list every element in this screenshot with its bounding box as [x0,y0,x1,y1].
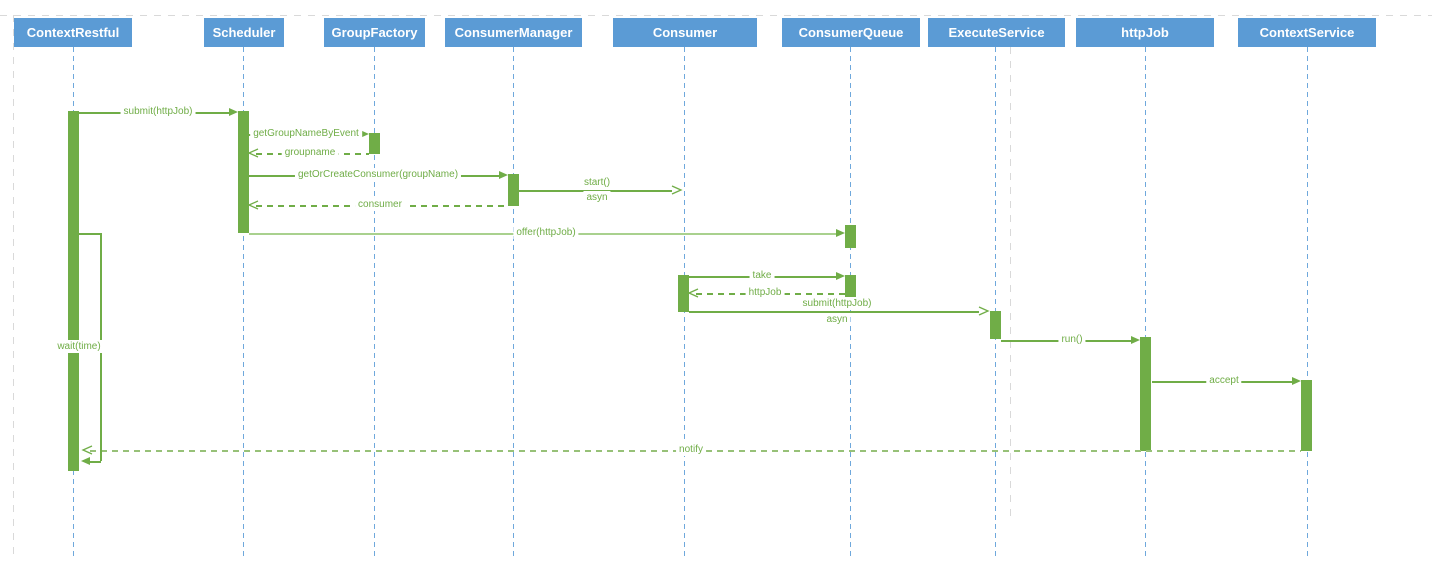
arrowhead-filled-icon [836,271,845,280]
lifeline-contextservice [1307,47,1308,556]
arrowhead-filled-icon [499,170,508,179]
actor-httpjob[interactable]: httpJob [1076,18,1214,47]
message-label[interactable]: offer(httpJob) [513,226,579,239]
message-label[interactable]: wait(time) [54,340,104,353]
actor-consumer[interactable]: Consumer [613,18,757,47]
arrowhead-open-icon [671,185,683,195]
actor-contextservice[interactable]: ContextService [1238,18,1376,47]
arrowhead-open-icon [247,148,259,158]
arrowhead-open-icon [247,200,259,210]
activation-consumerqueue-offer[interactable] [845,225,856,248]
lifeline-httpjob [1145,47,1146,556]
lifeline-scheduler [243,47,244,556]
self-message-top-line[interactable] [79,233,101,235]
message-label[interactable]: consumer [355,198,405,211]
message-sublabel[interactable]: asyn [583,191,611,204]
arrowhead-filled-icon [1131,335,1140,344]
message-label[interactable]: submit(httpJob) [120,105,196,118]
page-guide-left [13,15,14,560]
message-line[interactable] [519,190,672,192]
message-label[interactable]: httpJob [745,286,785,299]
message-label[interactable]: submit(httpJob) [799,297,875,310]
message-label[interactable]: getOrCreateConsumer(groupName) [294,168,462,181]
self-message-bottom-line[interactable] [90,461,101,463]
message-sublabel[interactable]: asyn [823,313,851,326]
activation-contextservice[interactable] [1301,380,1312,451]
message-label[interactable]: groupname [281,146,339,159]
activation-scheduler[interactable] [238,111,249,233]
message-label[interactable]: take [749,269,775,282]
arrowhead-open-icon [687,288,699,298]
actor-scheduler[interactable]: Scheduler [204,18,284,47]
arrowhead-filled-icon [1292,376,1301,385]
activation-consumer[interactable] [678,275,689,312]
activation-httpjob[interactable] [1140,337,1151,451]
message-label[interactable]: run() [1058,333,1086,346]
activation-consumerqueue-take[interactable] [845,275,856,297]
arrowhead-filled-icon [360,129,369,138]
actor-contextrestful[interactable]: ContextRestful [14,18,132,47]
lifeline-executeservice [995,47,996,556]
message-label[interactable]: accept [1206,374,1242,387]
activation-groupfactory[interactable] [369,133,380,154]
lifeline-consumermanager [513,47,514,556]
stray-guide-line [1010,47,1011,520]
lifeline-groupfactory [374,47,375,556]
actor-consumerqueue[interactable]: ConsumerQueue [782,18,920,47]
actor-consumermanager[interactable]: ConsumerManager [445,18,582,47]
activation-contextrestful[interactable] [68,111,79,471]
page-guide-top [0,15,1432,16]
arrowhead-filled-icon [81,456,90,465]
message-label[interactable]: notify [676,443,706,456]
arrowhead-filled-icon [229,107,238,116]
arrowhead-open-icon [81,445,93,455]
actor-groupfactory[interactable]: GroupFactory [324,18,425,47]
arrowhead-filled-icon [836,228,845,237]
actor-executeservice[interactable]: ExecuteService [928,18,1065,47]
activation-consumermanager[interactable] [508,174,519,206]
message-label[interactable]: getGroupNameByEvent [250,127,362,140]
message-line[interactable] [689,311,979,313]
message-label[interactable]: start() [580,176,614,189]
activation-executeservice[interactable] [990,311,1001,339]
arrowhead-open-icon [978,306,990,316]
